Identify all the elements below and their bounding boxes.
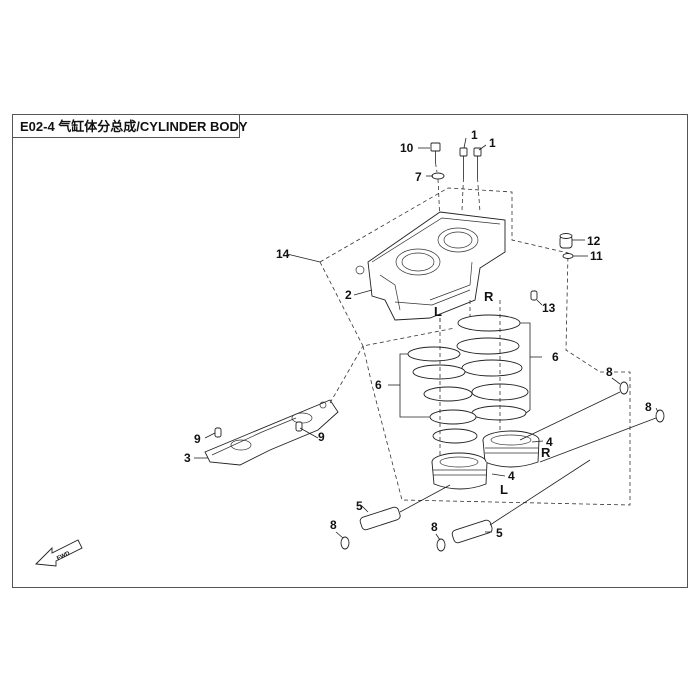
callout-9a: 9	[194, 432, 201, 446]
fwd-arrow	[35, 539, 83, 567]
callout-4b: 4	[508, 469, 515, 483]
callout-10: 10	[400, 141, 414, 155]
callout-2: 2	[345, 288, 352, 302]
callout-6a: 6	[552, 350, 559, 364]
callout-14: 14	[276, 247, 290, 261]
piston-left	[431, 452, 488, 490]
assembly-outline	[319, 187, 631, 506]
circlip-8d	[655, 409, 665, 423]
cylinder-block	[355, 211, 506, 330]
callout-1a: 1	[471, 128, 478, 142]
dowel-9a	[214, 427, 222, 438]
dowel-9b	[295, 421, 303, 432]
diagram-title: E02-4 气缸体分总成/CYLINDER BODY	[20, 119, 248, 134]
callout-5b: 5	[496, 526, 503, 540]
callout-13: 13	[542, 301, 556, 315]
dowel-13	[530, 290, 543, 306]
callout-8a: 8	[330, 518, 337, 532]
callout-6b: 6	[375, 378, 382, 392]
bolt-1a	[459, 147, 468, 211]
callout-8b: 8	[431, 520, 438, 534]
circlip-8c	[619, 381, 629, 395]
callout-8c: 8	[606, 365, 613, 379]
callout-11: 11	[590, 249, 603, 263]
callout-8d: 8	[645, 400, 652, 414]
piston-rings	[407, 314, 529, 444]
callout-9b: 9	[318, 430, 325, 444]
side-mark-l-top: L	[434, 304, 442, 319]
side-mark-l-piston: L	[500, 482, 508, 497]
title-box: E02-4 气缸体分总成/CYLINDER BODY	[12, 114, 248, 138]
assembly-outline-left	[319, 261, 364, 347]
fitting-12	[559, 233, 585, 249]
callout-5a: 5	[356, 499, 363, 513]
bolt-1b	[473, 147, 482, 213]
callout-12: 12	[587, 234, 601, 248]
piston-right	[482, 430, 540, 468]
circlip-8b	[436, 538, 446, 552]
piston-pin-5a	[359, 506, 401, 531]
side-mark-r-piston: R	[541, 445, 551, 460]
callout-3: 3	[184, 451, 191, 465]
callout-1b: 1	[489, 136, 496, 150]
side-mark-r-top: R	[484, 289, 494, 304]
callout-7: 7	[415, 170, 422, 184]
washer-11	[562, 253, 574, 259]
washer-7	[431, 172, 445, 180]
bolt-10	[430, 142, 441, 173]
piston-pin-5b	[451, 519, 493, 544]
circlip-8a	[340, 536, 350, 550]
diagram-frame	[12, 114, 688, 588]
callout-4a: 4	[546, 435, 553, 449]
fwd-label: FWD	[56, 550, 72, 562]
cylinder-gasket-3	[204, 399, 339, 466]
